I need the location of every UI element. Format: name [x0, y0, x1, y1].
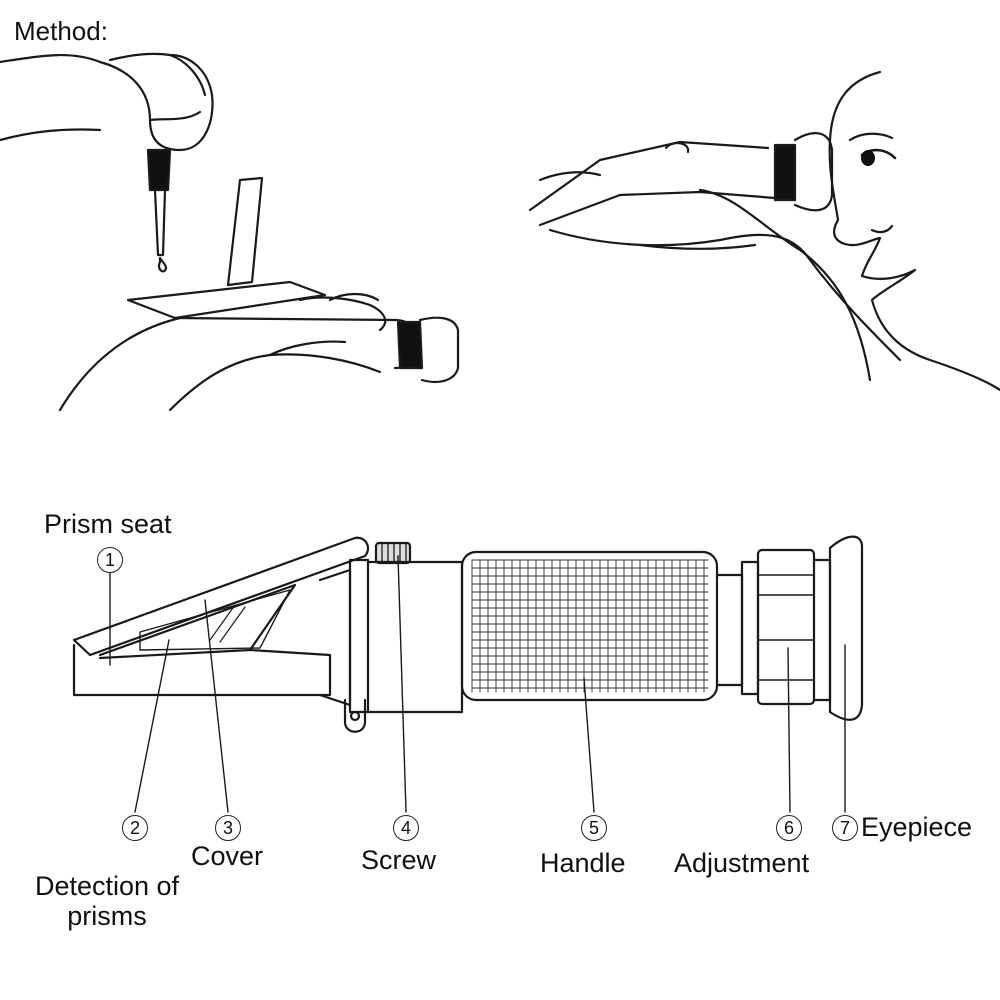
label-eyepiece: Eyepiece: [861, 812, 973, 842]
callout-4-marker: 4: [393, 815, 419, 841]
callout-7-marker: 7: [832, 815, 858, 841]
label-adjustment: Adjustment: [674, 848, 810, 878]
top-refractometer-held-to-eye: [528, 132, 834, 227]
callout-5-marker: 5: [581, 815, 607, 841]
label-prism-seat: Prism seat: [44, 509, 172, 539]
label-detection-of-prisms: Detection of prisms: [34, 871, 180, 932]
viewer-face-illustration: [828, 70, 1000, 392]
callout-3-marker: 3: [215, 815, 241, 841]
dropper-illustration: [146, 148, 172, 273]
top-refractometer-open-cover: [126, 176, 460, 384]
dropper-hand-illustration: [0, 52, 214, 152]
viewing-hand-illustration: [538, 171, 902, 382]
label-screw: Screw: [361, 845, 437, 875]
supporting-hand-illustration: [58, 292, 387, 412]
callout-1-marker: 1: [97, 547, 123, 573]
handle-knurling: [471, 559, 709, 693]
label-handle: Handle: [540, 848, 626, 878]
method-heading: Method:: [14, 16, 108, 46]
refractometer-diagram: [72, 535, 864, 733]
callout-6-marker: 6: [776, 815, 802, 841]
callout-2-marker: 2: [122, 815, 148, 841]
label-cover: Cover: [191, 841, 264, 871]
leader-lines: [109, 555, 846, 813]
